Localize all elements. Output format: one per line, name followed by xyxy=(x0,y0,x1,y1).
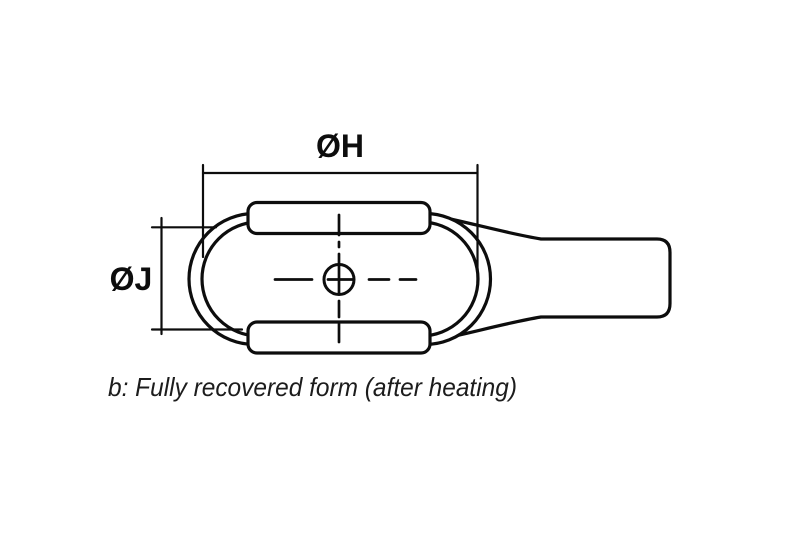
dimension-j xyxy=(150,216,244,336)
drawing-lines xyxy=(150,163,672,355)
cable-tab-outline xyxy=(427,212,672,344)
dimension-h xyxy=(201,163,479,285)
dim-j-label: ØJ xyxy=(110,261,153,297)
figure-caption: b: Fully recovered form (after heating) xyxy=(108,372,517,402)
dim-h-label: ØH xyxy=(316,128,364,164)
center-mark xyxy=(273,213,418,344)
center-hole xyxy=(322,263,356,296)
